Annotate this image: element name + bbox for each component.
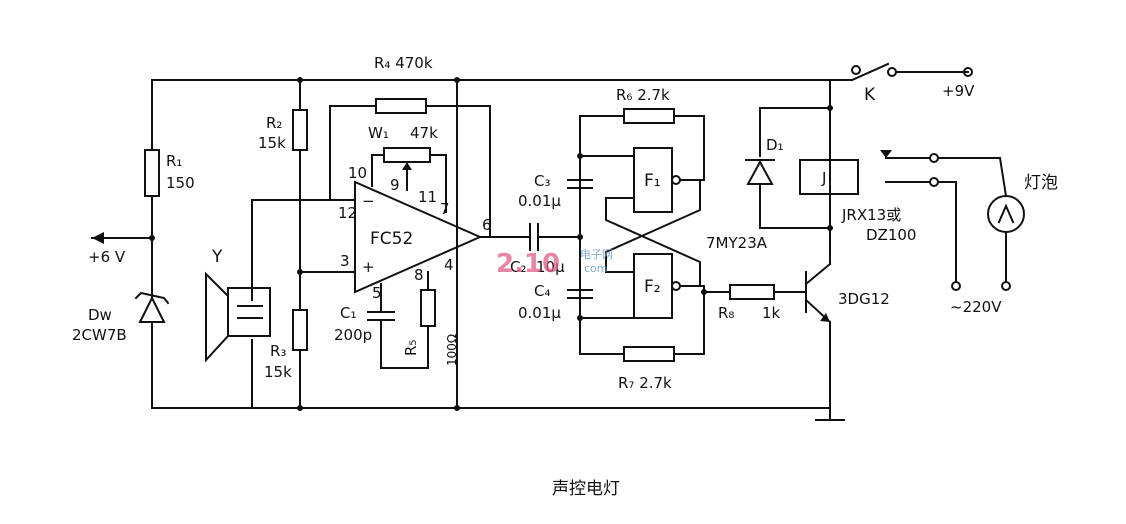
gate-f1 bbox=[579, 147, 705, 285]
watermark: 2.10 电子网 com bbox=[496, 248, 613, 279]
lamp-icon bbox=[987, 156, 1025, 291]
y-label: Y bbox=[211, 247, 223, 267]
c2-capacitor bbox=[511, 223, 581, 251]
r3-resistor bbox=[292, 309, 308, 351]
r1-resistor bbox=[144, 149, 160, 197]
f2-label: F₂ bbox=[644, 277, 661, 297]
r2-value: 15k bbox=[258, 134, 286, 152]
r8-value: 1k bbox=[762, 304, 781, 322]
c3-name: C₃ bbox=[534, 172, 551, 190]
dw-name: Dᴡ bbox=[88, 306, 112, 324]
relay-contacts bbox=[880, 150, 1001, 291]
c3-value: 0.01μ bbox=[518, 192, 561, 210]
gate-f2 bbox=[579, 179, 705, 319]
pin-6: 6 bbox=[482, 216, 492, 234]
c3-capacitor bbox=[567, 179, 593, 189]
f1-label: F₁ bbox=[644, 171, 661, 191]
c1-capacitor bbox=[367, 283, 429, 369]
relay-supply-wire bbox=[759, 79, 833, 265]
r8-resistor bbox=[703, 284, 807, 300]
c4-name: C₄ bbox=[534, 282, 551, 300]
r6-label: R₆ 2.7k bbox=[616, 86, 670, 104]
diode-d1 bbox=[745, 159, 775, 185]
microphone-y-icon bbox=[205, 199, 331, 409]
c2-name: C₂ bbox=[510, 258, 527, 276]
relay-model-2: DZ100 bbox=[866, 226, 916, 244]
r1-name: R₁ bbox=[166, 152, 182, 170]
r7-resistor bbox=[579, 285, 705, 362]
supply-6v-arrow bbox=[91, 232, 153, 244]
relay-coil-j bbox=[799, 159, 859, 195]
r4-label: R₄ 470k bbox=[374, 54, 433, 72]
pin-11: 11 bbox=[418, 188, 437, 206]
pin-5: 5 bbox=[372, 284, 382, 302]
c4-capacitor bbox=[567, 289, 593, 299]
w1-name: W₁ bbox=[368, 124, 389, 142]
opamp-fc52 bbox=[329, 180, 513, 294]
watermark-text: 电子网 bbox=[580, 248, 613, 261]
gate-chip-label: 7MY23A bbox=[706, 234, 768, 252]
c1-name: C₁ bbox=[340, 304, 357, 322]
r7-label: R₇ 2.7k bbox=[618, 374, 672, 392]
r8-name: R₈ bbox=[718, 304, 734, 322]
pin-4: 4 bbox=[444, 256, 454, 274]
pin-9: 9 bbox=[390, 176, 400, 194]
r2-name: R₂ bbox=[266, 114, 282, 132]
c4-value: 0.01μ bbox=[518, 304, 561, 322]
r5-resistor bbox=[420, 271, 436, 369]
r6-resistor bbox=[579, 108, 705, 179]
feedback-resistor bbox=[329, 98, 491, 238]
pin-7: 7 bbox=[440, 200, 450, 218]
transistor-label: 3DG12 bbox=[838, 290, 890, 308]
c2-value: 10μ bbox=[536, 258, 565, 276]
relay-j-label: J bbox=[821, 169, 826, 187]
r2-resistor bbox=[292, 109, 308, 151]
opamp-name: FC52 bbox=[370, 229, 413, 249]
mains-220v-label: ~220V bbox=[950, 298, 1002, 316]
pin-10: 10 bbox=[348, 164, 367, 182]
r1-value: 150 bbox=[166, 174, 195, 192]
r3-value: 15k bbox=[264, 363, 292, 381]
r5-name: R₅ bbox=[402, 340, 420, 356]
w1-potentiometer bbox=[371, 147, 447, 213]
lamp-label: 灯泡 bbox=[1024, 173, 1058, 193]
relay-model-1: JRX13或 bbox=[841, 206, 901, 224]
d1-label: D₁ bbox=[766, 136, 784, 154]
r3-name: R₃ bbox=[270, 342, 286, 360]
pin-3: 3 bbox=[340, 252, 350, 270]
supply-9v-label: +9V bbox=[942, 82, 975, 100]
pin-12: 12 bbox=[338, 204, 357, 222]
watermark-domain: com bbox=[584, 262, 608, 275]
watermark-number: 2.10 bbox=[496, 249, 560, 279]
switch-k[interactable] bbox=[850, 62, 973, 82]
pin-8: 8 bbox=[414, 266, 424, 284]
opamp-plus: + bbox=[362, 258, 375, 276]
transistor-3dg12 bbox=[804, 262, 832, 421]
diagram-caption: 声控电灯 bbox=[552, 479, 620, 499]
supply-6v-label: +6 V bbox=[88, 248, 126, 266]
w1-value: 47k bbox=[410, 124, 438, 142]
opamp-minus: − bbox=[362, 192, 375, 210]
zener-dw bbox=[134, 284, 170, 409]
top-rail-wire bbox=[151, 77, 853, 409]
dw-value: 2CW7B bbox=[72, 326, 127, 344]
switch-k-label: K bbox=[864, 85, 876, 105]
c1-value: 200p bbox=[334, 326, 372, 344]
r5-value: 100Ω bbox=[445, 334, 459, 366]
